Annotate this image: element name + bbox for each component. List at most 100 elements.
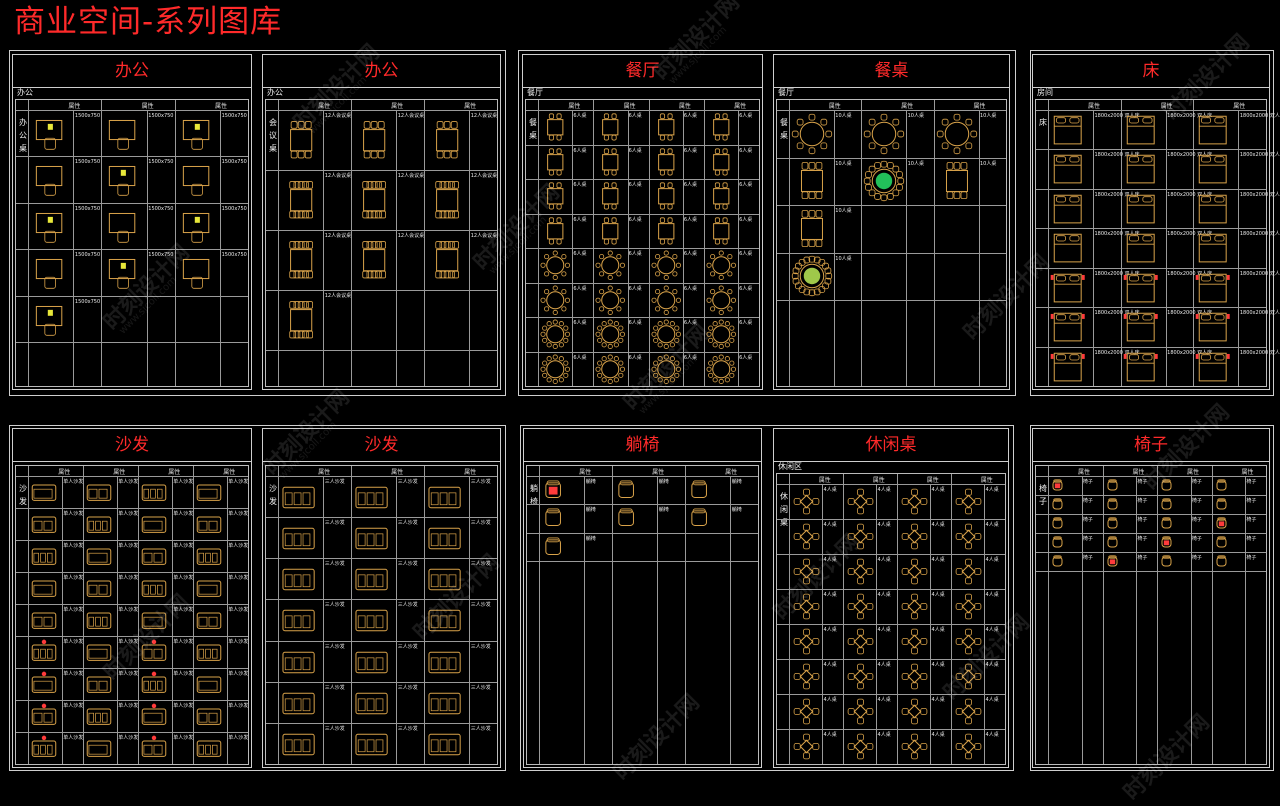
bed-symbol[interactable] — [1195, 349, 1231, 388]
dining-table-symbol[interactable] — [540, 250, 571, 285]
leisure-table-symbol[interactable] — [791, 731, 822, 766]
meeting-table-symbol[interactable] — [353, 119, 395, 165]
sofa-symbol[interactable] — [195, 670, 223, 702]
leisure-table-symbol[interactable] — [899, 521, 930, 556]
sofa-symbol[interactable] — [140, 734, 168, 766]
bed-symbol[interactable] — [1195, 191, 1230, 230]
desk-symbol[interactable] — [103, 205, 145, 251]
sofa-set-symbol[interactable] — [353, 478, 390, 519]
sofa-symbol[interactable] — [85, 606, 113, 638]
desk-symbol[interactable] — [103, 158, 145, 204]
leisure-table-symbol[interactable] — [899, 556, 930, 591]
sofa-symbol[interactable] — [195, 638, 223, 670]
dining-table-symbol[interactable] — [540, 354, 571, 389]
chair-symbol[interactable] — [1159, 516, 1174, 535]
leisure-table-symbol[interactable] — [899, 591, 930, 626]
dining-table-symbol[interactable] — [651, 354, 682, 389]
sofa-set-symbol[interactable] — [280, 601, 317, 642]
dining-table-symbol[interactable] — [595, 216, 626, 251]
sofa-set-symbol[interactable] — [280, 519, 317, 560]
dining-table-symbol[interactable] — [651, 285, 682, 320]
sofa-symbol[interactable] — [195, 606, 223, 638]
lounge-chair-symbol[interactable] — [541, 535, 565, 563]
chair-symbol[interactable] — [1214, 516, 1229, 535]
leisure-table-symbol[interactable] — [899, 486, 930, 521]
desk-symbol[interactable] — [30, 298, 72, 344]
sofa-set-symbol[interactable] — [280, 643, 317, 684]
sofa-symbol[interactable] — [85, 702, 113, 734]
leisure-table-symbol[interactable] — [845, 661, 876, 696]
dining-table-symbol[interactable] — [706, 285, 737, 320]
dining-table-symbol[interactable] — [595, 319, 626, 354]
sofa-set-symbol[interactable] — [353, 725, 390, 766]
desk-symbol[interactable] — [30, 205, 72, 251]
desk-symbol[interactable] — [177, 205, 219, 251]
desk-symbol[interactable] — [103, 251, 145, 297]
dining-table-symbol[interactable] — [595, 285, 626, 320]
dining-table-symbol[interactable] — [595, 181, 626, 216]
sofa-set-symbol[interactable] — [353, 601, 390, 642]
bed-symbol[interactable] — [1123, 230, 1158, 269]
desk-symbol[interactable] — [30, 251, 72, 297]
sofa-symbol[interactable] — [140, 638, 168, 670]
sofa-symbol[interactable] — [30, 670, 58, 702]
bed-symbol[interactable] — [1195, 151, 1230, 190]
sofa-symbol[interactable] — [85, 638, 113, 670]
leisure-table-symbol[interactable] — [791, 661, 822, 696]
sofa-symbol[interactable] — [140, 574, 168, 606]
dining-table-symbol[interactable] — [595, 147, 626, 182]
leisure-table-symbol[interactable] — [845, 486, 876, 521]
desk-symbol[interactable] — [177, 112, 219, 158]
bed-symbol[interactable] — [1050, 191, 1085, 230]
desk-symbol[interactable] — [103, 112, 145, 158]
meeting-table-symbol[interactable] — [426, 179, 468, 225]
panel-sofa-1[interactable]: 沙发 沙发属性属性属性属性单人沙发单人沙发单人沙发单人沙发单人沙发单人沙发单人沙… — [12, 428, 252, 768]
bed-symbol[interactable] — [1123, 151, 1158, 190]
sofa-set-symbol[interactable] — [426, 560, 463, 601]
round-table-symbol[interactable] — [863, 113, 905, 159]
dining-table-symbol[interactable] — [595, 112, 626, 147]
leisure-table-symbol[interactable] — [953, 626, 984, 661]
meeting-table-symbol[interactable] — [280, 299, 322, 345]
dining-table-symbol[interactable] — [706, 147, 737, 182]
round-table-symbol[interactable] — [936, 113, 978, 159]
bed-symbol[interactable] — [1050, 309, 1085, 348]
bed-symbol[interactable] — [1195, 309, 1231, 348]
sofa-symbol[interactable] — [30, 542, 58, 574]
leisure-table-symbol[interactable] — [845, 591, 876, 626]
chair-symbol[interactable] — [1159, 535, 1174, 554]
round-table-symbol[interactable] — [791, 208, 833, 254]
sofa-set-symbol[interactable] — [426, 643, 463, 684]
dining-table-symbol[interactable] — [651, 112, 682, 147]
bed-symbol[interactable] — [1195, 112, 1230, 151]
leisure-table-symbol[interactable] — [953, 521, 984, 556]
dining-table-symbol[interactable] — [540, 112, 571, 147]
leisure-table-symbol[interactable] — [845, 626, 876, 661]
round-table-symbol[interactable] — [936, 160, 978, 206]
dining-table-symbol[interactable] — [706, 181, 737, 216]
chair-symbol[interactable] — [1050, 554, 1065, 573]
sofa-set-symbol[interactable] — [426, 601, 463, 642]
sofa-symbol[interactable] — [195, 734, 223, 766]
leisure-table-symbol[interactable] — [953, 556, 984, 591]
desk-symbol[interactable] — [30, 112, 72, 158]
dining-table-symbol[interactable] — [706, 216, 737, 251]
bed-symbol[interactable] — [1195, 230, 1230, 269]
sofa-symbol[interactable] — [195, 510, 223, 542]
lounge-chair-symbol[interactable] — [541, 506, 565, 534]
desk-symbol[interactable] — [30, 158, 72, 204]
chair-symbol[interactable] — [1159, 554, 1174, 573]
dining-table-symbol[interactable] — [706, 250, 737, 285]
leisure-table-symbol[interactable] — [899, 696, 930, 731]
sofa-set-symbol[interactable] — [426, 725, 463, 766]
leisure-table-symbol[interactable] — [953, 486, 984, 521]
leisure-table-symbol[interactable] — [899, 661, 930, 696]
sofa-symbol[interactable] — [140, 542, 168, 574]
sofa-set-symbol[interactable] — [353, 643, 390, 684]
leisure-table-symbol[interactable] — [791, 696, 822, 731]
chair-symbol[interactable] — [1105, 516, 1120, 535]
